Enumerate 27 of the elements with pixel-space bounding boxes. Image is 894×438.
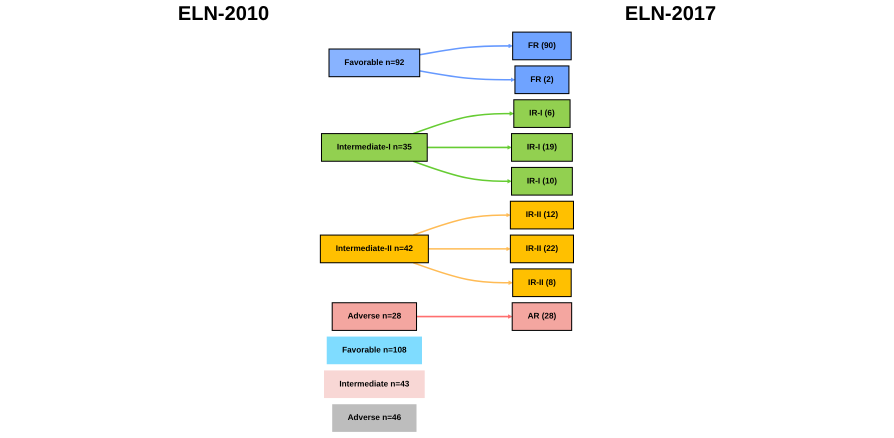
node-box: IR-I (19) [511, 133, 573, 162]
arrow [420, 44, 513, 56]
arrow [413, 262, 513, 285]
arrow [413, 111, 514, 134]
arrow [413, 212, 511, 236]
node-box: FR (2) [514, 65, 570, 94]
arrow [416, 314, 512, 319]
node-box: IR-II (8) [512, 268, 572, 298]
column-heading: ELN-2017 [624, 2, 716, 26]
arrow [428, 246, 511, 252]
node-box: IR-I (6) [513, 99, 571, 128]
arrow [427, 145, 512, 150]
node-box: IR-II (22) [510, 234, 574, 264]
node-box: AR (28) [512, 302, 572, 331]
arrow [420, 70, 516, 82]
column-heading: ELN-2010 [178, 2, 270, 26]
node-box: Intermediate-I n=35 [321, 133, 428, 162]
node-box: IR-I (10) [511, 166, 573, 196]
node-box: FR (90) [512, 32, 572, 60]
node-box: Intermediate n=43 [324, 370, 425, 398]
node-box: Favorable n=108 [326, 336, 422, 364]
node-box: Favorable n=92 [328, 48, 420, 78]
node-box: Intermediate-II n=42 [320, 234, 429, 264]
node-box: IR-II (12) [510, 200, 574, 230]
arrow [413, 160, 512, 184]
node-box: Adverse n=46 [332, 404, 417, 432]
node-box: Adverse n=28 [332, 302, 418, 331]
